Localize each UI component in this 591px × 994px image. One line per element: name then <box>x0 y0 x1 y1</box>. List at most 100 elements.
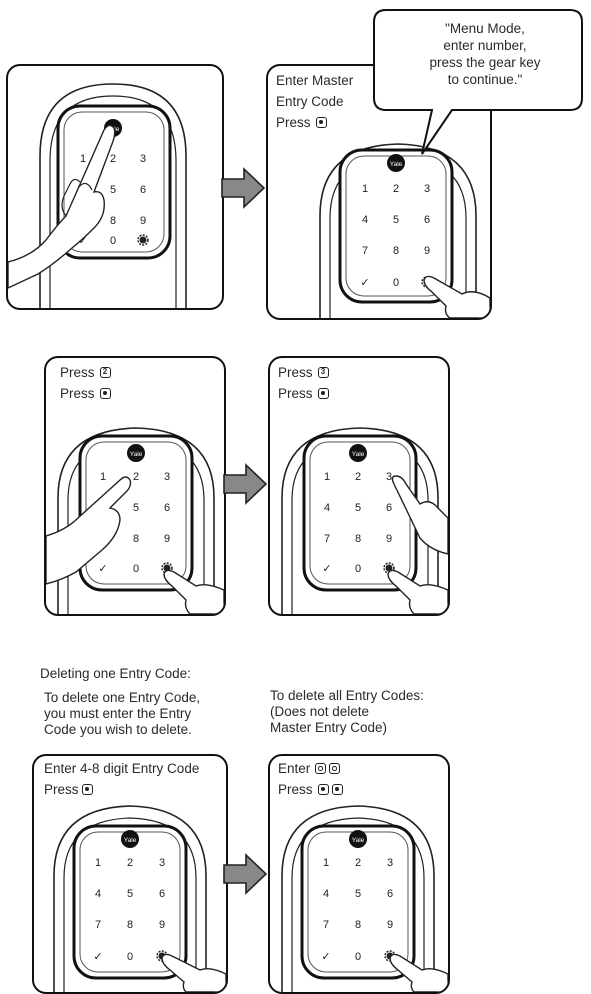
step4-press-2: Press <box>278 386 313 401</box>
svg-text:7: 7 <box>323 919 329 931</box>
svg-text:6: 6 <box>386 502 392 514</box>
hand-icon <box>8 124 116 289</box>
svg-text:✓: ✓ <box>321 951 330 963</box>
delete-one-press: Press <box>44 782 79 797</box>
svg-text:6: 6 <box>140 184 146 196</box>
svg-text:2: 2 <box>110 153 116 165</box>
svg-text:6: 6 <box>164 502 170 514</box>
gear-key-icon <box>81 784 93 795</box>
svg-text:2: 2 <box>127 857 133 869</box>
step2-line1: Enter Master <box>276 73 354 88</box>
svg-text:Yale: Yale <box>352 837 365 844</box>
step3-press-2: Press <box>60 386 95 401</box>
panel-step-1-wake-keypad: Yale 123 456 789 ✓ 0 <box>6 64 224 310</box>
gear-key-icon <box>99 388 111 399</box>
hand-icon <box>46 476 132 585</box>
zero-key-icon <box>329 763 341 774</box>
svg-text:5: 5 <box>127 888 133 900</box>
svg-text:✓: ✓ <box>98 563 107 575</box>
svg-text:5: 5 <box>110 184 116 196</box>
svg-text:7: 7 <box>324 533 330 545</box>
svg-text:0: 0 <box>355 563 361 575</box>
hand-icon <box>161 953 226 992</box>
svg-text:1: 1 <box>323 857 329 869</box>
svg-text:3: 3 <box>386 471 392 483</box>
key-2-icon: 2 <box>99 367 111 378</box>
svg-text:6: 6 <box>159 888 165 900</box>
gear-key-icon <box>331 784 343 795</box>
svg-text:Yale: Yale <box>390 161 403 168</box>
svg-text:0: 0 <box>133 563 139 575</box>
svg-text:9: 9 <box>386 533 392 545</box>
svg-text:1: 1 <box>362 183 368 195</box>
gear-icon <box>137 234 149 246</box>
hand-icon <box>387 569 448 614</box>
svg-text:3: 3 <box>159 857 165 869</box>
svg-text:6: 6 <box>387 888 393 900</box>
svg-text:3: 3 <box>140 153 146 165</box>
zero-key-icon <box>315 763 327 774</box>
gear-key-icon <box>317 784 329 795</box>
delete-one-desc-1: To delete one Entry Code, <box>44 690 201 705</box>
svg-text:Yale: Yale <box>130 451 143 458</box>
svg-text:5: 5 <box>133 502 139 514</box>
svg-text:0: 0 <box>110 235 116 247</box>
svg-text:2: 2 <box>355 471 361 483</box>
svg-text:9: 9 <box>140 215 146 227</box>
hand-icon <box>423 275 490 318</box>
svg-text:Yale: Yale <box>352 451 365 458</box>
svg-text:2: 2 <box>355 857 361 869</box>
delete-all-enter: Enter <box>278 761 311 776</box>
svg-text:7: 7 <box>95 919 101 931</box>
svg-text:3: 3 <box>424 183 430 195</box>
svg-text:3: 3 <box>164 471 170 483</box>
right-arrow-icon <box>223 463 268 505</box>
step2-press-label: Press <box>276 115 311 130</box>
delete-all-desc-3: Master Entry Code) <box>270 720 388 735</box>
delete-all-press: Press <box>278 782 313 797</box>
right-arrow-icon <box>223 853 268 895</box>
svg-text:0: 0 <box>393 277 399 289</box>
svg-text:5: 5 <box>393 214 399 226</box>
svg-text:5: 5 <box>355 888 361 900</box>
speech-bubble-text: "Menu Mode, enter number, press the gear… <box>390 20 580 88</box>
svg-text:9: 9 <box>424 245 430 257</box>
delete-one-desc-3: Code you wish to delete. <box>44 722 192 737</box>
bubble-line-3: press the gear key <box>429 55 541 70</box>
hand-icon <box>163 569 224 614</box>
svg-text:3: 3 <box>387 857 393 869</box>
svg-text:1: 1 <box>100 471 106 483</box>
delete-all-desc-2: (Does not delete <box>270 704 370 719</box>
delete-one-line1: Enter 4-8 digit Entry Code <box>44 761 200 776</box>
svg-text:8: 8 <box>355 533 361 545</box>
svg-text:8: 8 <box>110 215 116 227</box>
svg-text:2: 2 <box>393 183 399 195</box>
svg-text:5: 5 <box>355 502 361 514</box>
delete-one-title: Deleting one Entry Code: <box>40 666 191 681</box>
svg-text:6: 6 <box>424 214 430 226</box>
gear-key-icon <box>317 388 329 399</box>
step4-press-1: Press <box>278 365 313 380</box>
right-arrow-icon <box>221 167 266 209</box>
svg-text:1: 1 <box>80 153 86 165</box>
svg-text:0: 0 <box>127 951 133 963</box>
svg-text:1: 1 <box>324 471 330 483</box>
key-3-icon: 3 <box>317 367 329 378</box>
delete-one-desc-2: you must enter the Entry <box>44 706 192 721</box>
svg-text:8: 8 <box>127 919 133 931</box>
svg-text:✓: ✓ <box>360 277 369 289</box>
svg-text:9: 9 <box>164 533 170 545</box>
step2-line2: Entry Code <box>276 94 344 109</box>
svg-text:1: 1 <box>95 857 101 869</box>
bubble-line-4: to continue." <box>447 72 523 87</box>
svg-text:9: 9 <box>159 919 165 931</box>
bubble-line-1: "Menu Mode, <box>445 21 525 36</box>
